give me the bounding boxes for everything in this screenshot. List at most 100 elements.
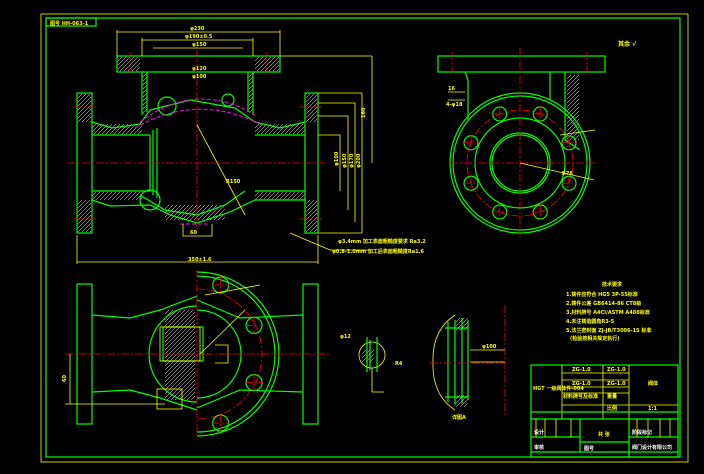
tb-sheet: 共 张	[598, 431, 611, 438]
hatch-line	[105, 123, 117, 135]
hatch-line	[119, 56, 135, 72]
hatch-line	[254, 123, 260, 129]
title-block: HGT 一级阀体件-004 ZG-1.0 ZG-1.0 ZG-1.0 ZG-1.…	[530, 364, 679, 458]
hatch-line	[164, 367, 196, 399]
hatch-line	[164, 204, 174, 214]
hatch-line	[77, 206, 92, 221]
tb-cell: ZG-1.0	[572, 367, 591, 373]
hatch-line	[131, 191, 141, 201]
hatch-line	[256, 123, 268, 135]
hatch-line	[276, 68, 280, 72]
hatch-line	[186, 391, 196, 401]
hatch-line	[111, 191, 121, 201]
dim-detail: φ12	[340, 334, 351, 340]
hatch-line	[123, 56, 139, 72]
hatch-line	[113, 123, 125, 135]
hatch-line	[77, 199, 87, 209]
dim-detail-2: φ100	[482, 344, 497, 350]
hatch-line	[123, 191, 133, 201]
sheet-tag: 图号 HH-063-1	[50, 20, 89, 27]
hatch-line	[99, 191, 109, 201]
hatch-line	[284, 123, 296, 135]
hatch-line	[77, 93, 87, 103]
dim-side-radius: R78	[562, 171, 573, 177]
hatch-line	[282, 191, 292, 201]
hatch-line	[566, 74, 576, 84]
hatch-line	[290, 191, 300, 201]
hatch-line	[305, 102, 318, 115]
hatch-line	[77, 93, 83, 99]
bottom-view: 60	[62, 270, 330, 438]
hatch-line	[305, 106, 318, 119]
hatch-line	[109, 123, 121, 135]
hatch-line	[77, 96, 92, 111]
technical-notes: 技术要求 1.铸件应符合 HG5 3P-55标准 2.铸件公差 GB6414-8…	[566, 281, 651, 342]
hatch-line	[164, 309, 170, 315]
hatch-line	[248, 96, 254, 102]
hatch-line	[164, 309, 178, 323]
tb-company: 阀门设计有限公司	[632, 444, 672, 451]
hatch-line	[313, 228, 318, 233]
hatch-line	[266, 191, 276, 201]
dim-neck-bore: φ100	[192, 74, 207, 80]
hatch-line	[260, 56, 276, 72]
hatch-line	[77, 93, 91, 107]
hatch-line	[164, 309, 194, 339]
dim-flange-d1: φ200	[356, 153, 362, 168]
note-2: 2.铸件公差 GB6414-86 CT8级	[566, 300, 641, 307]
tb-cell: ZG-1.0	[607, 367, 626, 373]
hatch-line	[248, 92, 254, 98]
dim-neck-inner: φ120	[192, 66, 207, 72]
hatch-line	[258, 191, 268, 201]
note-4: 4.未注铸造圆角R3-5	[566, 318, 615, 325]
hatch-line	[91, 123, 97, 129]
dim-bottom-h: 60	[62, 375, 68, 382]
hatch-line	[185, 204, 202, 221]
hatch-line	[455, 394, 465, 404]
hatch-line	[164, 351, 196, 383]
hatch-line	[89, 120, 92, 123]
hatch-line	[164, 204, 170, 210]
hatch-line	[107, 191, 117, 201]
hatch-line	[305, 200, 318, 213]
hatch-line	[455, 317, 465, 327]
hatch-line	[164, 331, 196, 363]
hatch-line	[264, 123, 276, 135]
hatch-line	[300, 129, 306, 135]
hatch-line	[369, 357, 375, 363]
hatch-line	[305, 93, 311, 99]
hatch-line	[305, 220, 318, 233]
dim-top-overall: φ230	[190, 26, 205, 32]
hatch-line	[77, 210, 92, 225]
hatch-line	[77, 199, 91, 213]
dim-flange-d2: φ170	[349, 153, 355, 168]
hatch-line	[142, 76, 148, 82]
detail-views: φ12 R4 φ100 详图A	[340, 305, 506, 421]
dim-side-1: 16	[448, 86, 455, 92]
hatch-line	[142, 104, 148, 110]
hatch-line	[181, 204, 198, 221]
tb-scale: 1:1	[648, 406, 657, 412]
note-1: 1.铸件应符合 HG5 3P-55标准	[566, 291, 638, 298]
hatch-line	[164, 309, 190, 335]
hatch-line	[142, 108, 148, 114]
hatch-line	[97, 123, 109, 135]
hatch-line	[566, 94, 580, 108]
hatch-line	[125, 123, 137, 135]
sheet-tag-box	[45, 17, 97, 27]
tb-checker: 审核	[534, 444, 544, 451]
hatch-line	[305, 212, 318, 225]
hatch-line	[133, 125, 143, 135]
hatch-line	[135, 66, 141, 72]
hatch-line	[294, 191, 304, 201]
side-view: R78 16 4-φ18	[437, 48, 606, 236]
hatch-line	[142, 80, 148, 86]
dim-detail-r: R4	[395, 361, 403, 367]
hatch-line	[309, 114, 318, 123]
hatch-line	[248, 100, 254, 106]
hatch-line	[164, 347, 196, 379]
tb-material: 材料牌号及标准	[563, 393, 598, 400]
hatch-line	[77, 202, 92, 217]
tb-weight: 重量	[607, 393, 617, 400]
hatch-line	[117, 56, 127, 66]
